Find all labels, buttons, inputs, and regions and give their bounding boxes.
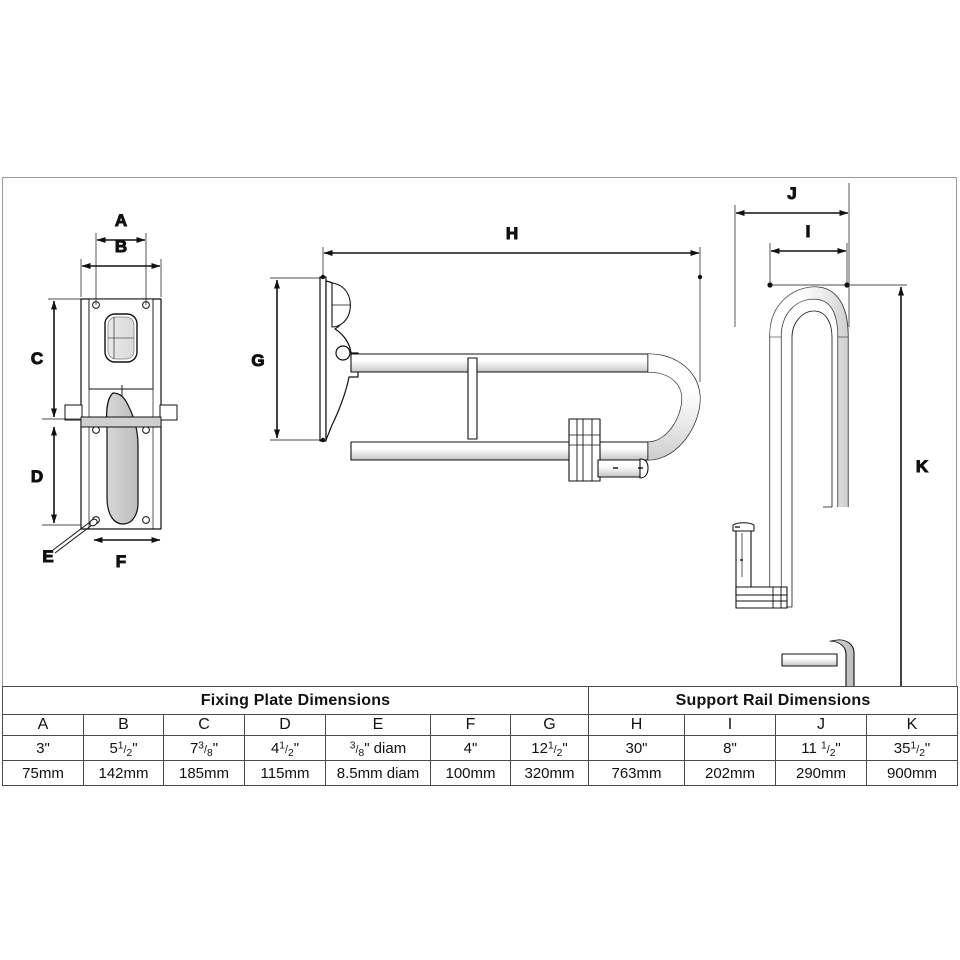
cell-mm-e: 8.5mm diam [325, 760, 431, 786]
drawing-svg: A B C D E F [30, 183, 929, 686]
front-leg-profile [829, 639, 855, 686]
support-rail-side-view [319, 276, 701, 482]
front-cross-brace [781, 653, 838, 667]
col-letter-g: G [510, 714, 589, 736]
drop-leg-cap [639, 458, 649, 479]
cell-mm-d: 115mm [244, 760, 326, 786]
col-letter-k: K [865, 714, 959, 736]
leg-clamp-collar [568, 418, 601, 482]
cell-inch-c: 73/8" [163, 735, 245, 761]
dimension-C-label: C [31, 349, 43, 368]
group-header-fixing-plate: Fixing Plate Dimensions [2, 686, 589, 715]
hinge-lug-right [159, 404, 178, 421]
col-letter-f: F [430, 714, 511, 736]
cell-inch-a: 3" [2, 735, 84, 761]
dimension-A-label: A [115, 211, 127, 230]
support-rail-side-dimensions: H G [251, 224, 703, 443]
cell-mm-b: 142mm [83, 760, 164, 786]
dimensions-table: Fixing Plate Dimensions Support Rail Dim… [2, 686, 959, 786]
tube-bottom [350, 441, 649, 461]
table-row-inches: 3" 51/2" 73/8" 41/2" 3/8" diam 4" 121/2"… [2, 735, 959, 761]
table-row-mm: 75mm 142mm 185mm 115mm 8.5mm diam 100mm … [2, 760, 959, 786]
cell-mm-h: 763mm [588, 760, 685, 786]
support-rail-front-view [732, 286, 855, 686]
dimension-H-label: H [506, 224, 518, 243]
hinge-cross-band [80, 416, 162, 428]
cell-mm-i: 202mm [684, 760, 776, 786]
u-bend-shade [648, 354, 700, 460]
table-row-groups: Fixing Plate Dimensions Support Rail Dim… [2, 686, 959, 715]
hinge-lug-left [64, 404, 83, 421]
cell-inch-i: 8" [684, 735, 776, 761]
cross-brace [467, 357, 478, 440]
front-rail-shade [770, 287, 848, 607]
col-letter-a: A [2, 714, 84, 736]
front-rail-outer [769, 286, 849, 607]
wall-flange [319, 276, 327, 442]
cell-inch-g: 121/2" [510, 735, 589, 761]
cell-mm-j: 290mm [775, 760, 867, 786]
col-letter-j: J [775, 714, 867, 736]
cell-mm-a: 75mm [2, 760, 84, 786]
dimension-F-label: F [116, 552, 126, 571]
dimension-D-label: D [31, 467, 43, 486]
dimension-B-label: B [115, 237, 127, 256]
fixing-hole-bottom-right [142, 516, 150, 524]
col-letter-d: D [244, 714, 326, 736]
cell-inch-h: 30" [588, 735, 685, 761]
dimension-J-label: J [787, 184, 796, 203]
drop-leg [597, 459, 644, 478]
front-hinge-collar [735, 586, 788, 609]
cell-mm-f: 100mm [430, 760, 511, 786]
col-letter-e: E [325, 714, 431, 736]
front-bracket-cap [732, 522, 755, 532]
cell-inch-j: 11 1/2" [775, 735, 867, 761]
group-header-support-rail: Support Rail Dimensions [587, 686, 959, 715]
cell-inch-f: 4" [430, 735, 511, 761]
tube-top [350, 353, 649, 373]
front-wall-bracket [735, 529, 752, 596]
drawing-canvas: A B C D E F [2, 177, 957, 686]
col-letter-c: C [163, 714, 245, 736]
cell-inch-d: 41/2" [244, 735, 326, 761]
col-letter-b: B [83, 714, 164, 736]
col-letter-i: I [684, 714, 776, 736]
cell-inch-k: 351/2" [865, 735, 959, 761]
dimension-E-leader [52, 518, 98, 554]
dimension-I-label: I [806, 222, 811, 241]
fixing-hole-mid-left [92, 426, 100, 434]
fixing-hole-mid-right [142, 426, 150, 434]
col-letter-h: H [588, 714, 685, 736]
dimension-K-label: K [916, 457, 929, 476]
table-row-letters: A B C D E F G H I J K [2, 714, 959, 736]
pivot-hole [335, 345, 351, 361]
fixing-plate-view [52, 298, 178, 554]
support-rail-front-dimensions: J I K [734, 183, 929, 686]
dimension-G-label: G [251, 351, 264, 370]
cell-mm-c: 185mm [163, 760, 245, 786]
front-inner-tube [781, 310, 833, 608]
cell-inch-e: 3/8" diam [325, 735, 431, 761]
front-rail-inner-left [780, 298, 839, 607]
fixing-plate-dimensions: A B C D E F [30, 211, 162, 572]
dimension-E-label: E [42, 547, 53, 566]
cell-inch-b: 51/2" [83, 735, 164, 761]
cell-mm-k: 900mm [865, 760, 959, 786]
cell-mm-g: 320mm [510, 760, 589, 786]
